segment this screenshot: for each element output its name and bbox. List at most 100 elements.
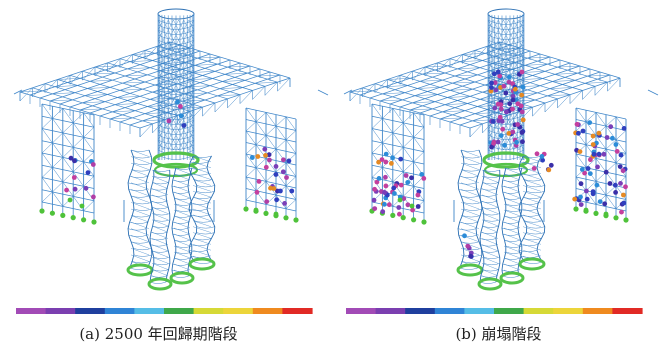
hinge-marker [462, 233, 467, 239]
hinge-marker [392, 191, 397, 196]
hinge-marker [506, 74, 512, 80]
hinge-marker [175, 99, 180, 105]
hinge-marker [497, 114, 503, 120]
hinge-marker [613, 142, 619, 147]
hinge-marker [498, 133, 504, 139]
support-node [243, 206, 249, 212]
legend-swatch [134, 308, 165, 314]
structure-model-b [343, 8, 659, 314]
support-node [593, 210, 599, 216]
hinge-marker [166, 118, 172, 124]
hinge-marker [540, 157, 545, 163]
hinge-marker [506, 79, 512, 85]
support-node [411, 217, 417, 223]
leg-tube [126, 149, 154, 277]
hinge-marker [263, 153, 268, 158]
hinge-marker [496, 118, 502, 124]
hinge-marker [383, 159, 389, 165]
hinge-marker [619, 209, 624, 215]
hinge-marker [623, 184, 628, 190]
hinge-marker [507, 101, 513, 107]
hinge-marker [491, 71, 497, 77]
hinge-marker [498, 106, 504, 112]
support-node [421, 219, 427, 225]
legend-swatch [252, 308, 283, 314]
hinge-marker [584, 188, 589, 194]
legend-swatch [282, 308, 313, 314]
caption-a: (a) 2500 年回歸期階段 [79, 325, 238, 343]
support-node [70, 215, 76, 221]
hinge-marker [390, 155, 395, 161]
hinge-marker [621, 125, 627, 131]
hinge-marker [604, 135, 610, 140]
hinge-marker [284, 175, 289, 180]
hinge-marker [181, 123, 187, 128]
hinge-marker [273, 172, 279, 177]
hinge-marker [256, 179, 262, 184]
hinge-marker [374, 179, 380, 185]
hinge-marker [264, 199, 270, 205]
hinge-marker [468, 253, 473, 259]
hinge-marker [591, 151, 597, 157]
hinge-marker [398, 156, 404, 162]
hinge-marker [588, 157, 593, 163]
hinge-marker [68, 155, 74, 161]
legend-swatch [104, 308, 135, 314]
hinge-marker [386, 202, 392, 208]
hinge-marker [512, 86, 518, 92]
hinge-marker [267, 157, 272, 163]
hinge-marker [492, 80, 498, 86]
hinge-marker [515, 122, 521, 127]
hinge-marker [495, 139, 501, 145]
hinge-marker [410, 207, 415, 213]
hinge-marker [90, 162, 96, 167]
collar-ring [482, 151, 530, 169]
hinge-marker [389, 161, 394, 166]
hinge-marker [572, 196, 578, 202]
support-node [623, 217, 629, 223]
hinge-marker [519, 92, 525, 98]
hinge-marker [519, 130, 525, 135]
hinge-marker [501, 83, 507, 89]
hinge-marker [488, 88, 494, 94]
hinge-marker [273, 211, 279, 217]
hinge-marker [372, 186, 377, 192]
hinge-marker [621, 192, 626, 198]
frame-members [343, 8, 659, 291]
hinge-marker [585, 166, 591, 171]
legend-swatch [464, 308, 495, 314]
hinge-marker [583, 207, 589, 213]
hinge-marker [274, 197, 279, 203]
hinge-marker [594, 182, 600, 188]
hinge-marker [409, 203, 415, 209]
panel-b: (b) 崩塌階段 [330, 0, 659, 352]
frame-model [13, 8, 329, 291]
hinge-marker [254, 189, 260, 195]
color-legend-bar [346, 308, 643, 314]
hinge-marker [510, 93, 516, 99]
hinge-marker [489, 85, 494, 90]
hinge-marker [510, 106, 515, 112]
hinge-marker [621, 200, 627, 206]
hinge-marker [178, 113, 184, 119]
hinge-marker [396, 205, 402, 210]
hinge-marker [499, 118, 505, 124]
legend-swatch [553, 308, 584, 314]
left-tower [39, 103, 97, 225]
hinge-marker [506, 131, 512, 136]
hinge-marker [398, 182, 404, 188]
hinge-marker [286, 158, 292, 164]
hinge-marker [546, 167, 552, 173]
hinge-marker [498, 102, 504, 108]
hinge-marker [421, 176, 427, 181]
hinge-marker [383, 174, 388, 180]
hinge-marker [415, 204, 421, 209]
hinge-marker [489, 80, 494, 86]
hinge-marker [620, 168, 626, 174]
collar-ring [152, 151, 200, 169]
legend-swatch [523, 308, 554, 314]
support-node [49, 210, 56, 216]
leg-tube [169, 167, 195, 285]
hinge-marker [497, 73, 503, 79]
hinge-marker [595, 164, 600, 170]
